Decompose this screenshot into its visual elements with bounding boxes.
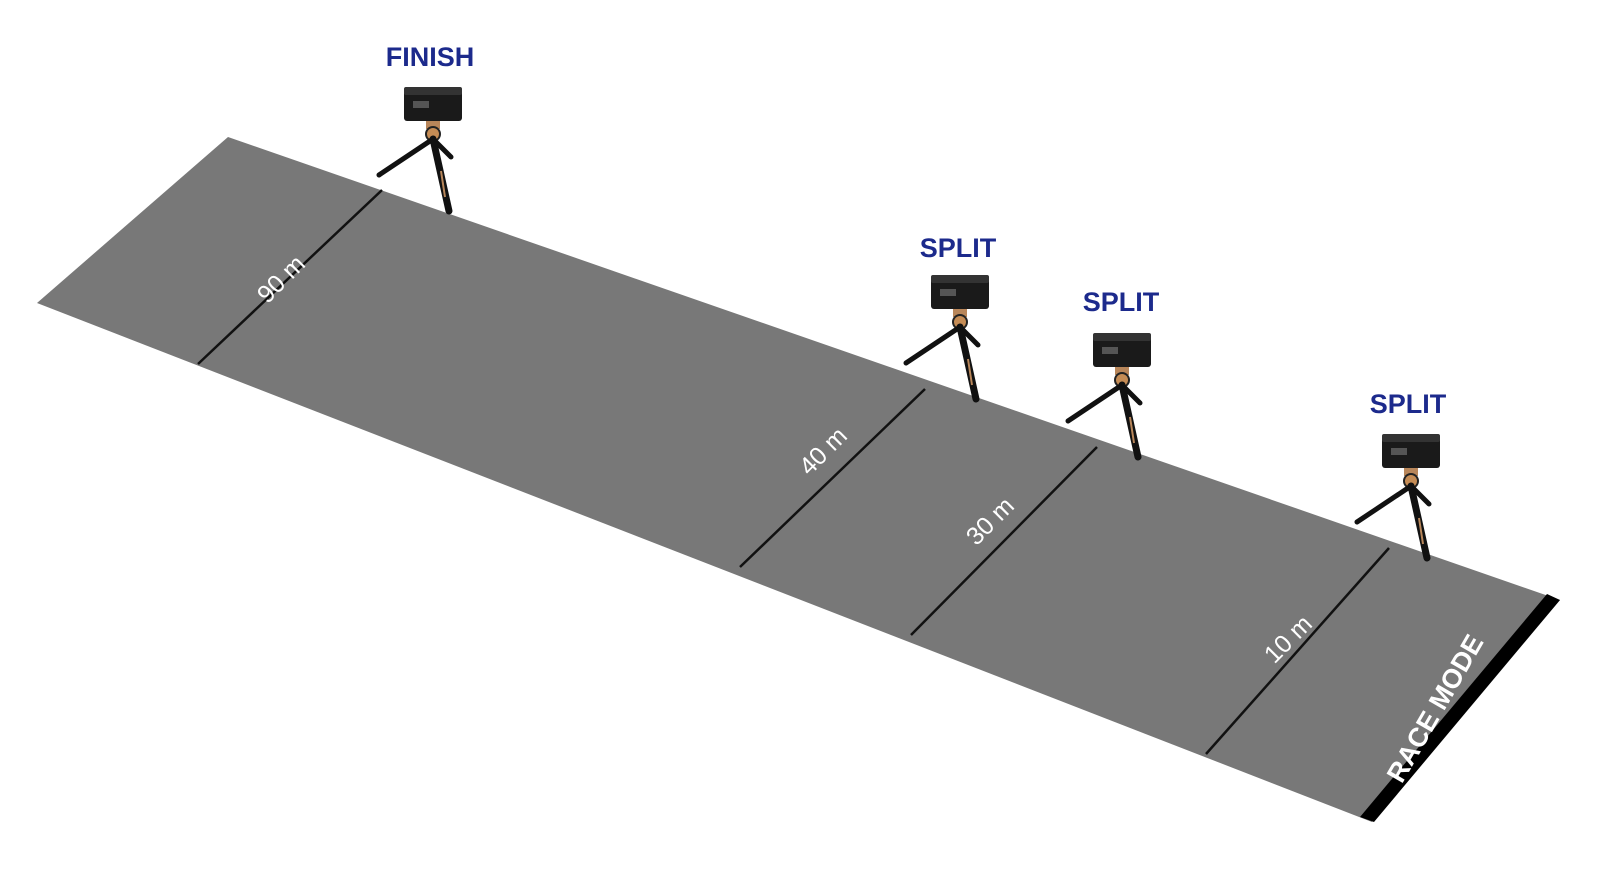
split-camera-2-label: SPLIT xyxy=(1083,287,1160,317)
split-camera-3 xyxy=(1354,434,1440,562)
camera-icon xyxy=(376,87,462,215)
split-camera-3-label: SPLIT xyxy=(1370,389,1447,419)
distance-line-90 xyxy=(197,189,383,365)
distance-line-40 xyxy=(739,388,926,568)
camera-icon xyxy=(903,275,989,403)
split-camera-1-label: SPLIT xyxy=(920,233,997,263)
start-line-bar xyxy=(1360,594,1560,822)
distance-line-30 xyxy=(910,446,1098,636)
distance-line-10 xyxy=(1205,547,1390,755)
split-camera-1 xyxy=(903,275,989,403)
split-camera-2 xyxy=(1065,333,1151,461)
camera-icon xyxy=(1065,333,1151,461)
finish-camera xyxy=(376,87,462,215)
finish-camera-label: FINISH xyxy=(386,42,475,72)
camera-icon xyxy=(1354,434,1440,562)
track-surface xyxy=(37,137,1560,822)
